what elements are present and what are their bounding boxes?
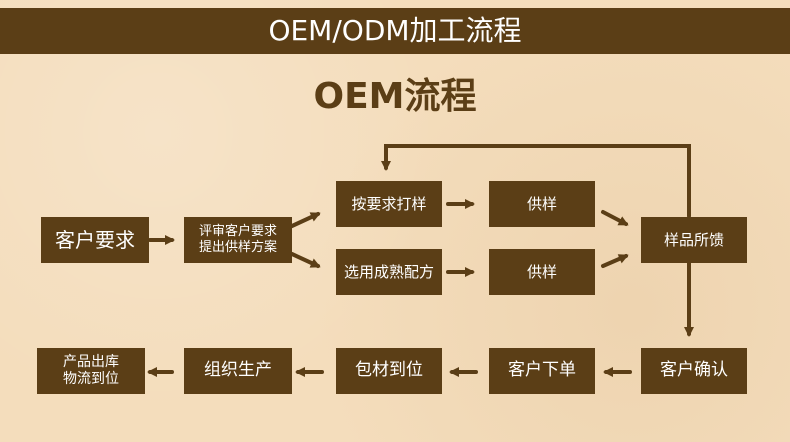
arrow-supply1-to-feedback (601, 210, 629, 226)
node-sample-feedback: 样品所馈 (641, 217, 747, 263)
arrow-supply2-to-feedback (601, 254, 629, 268)
node-customer-confirm: 客户确认 (641, 348, 747, 394)
node-customer-request: 客户要求 (41, 217, 149, 263)
node-select-formula: 选用成熟配方 (336, 249, 442, 295)
header-bar (0, 8, 790, 54)
node-supply-sample-1: 供样 (489, 181, 595, 227)
loop-feedback-to-sample (381, 144, 691, 218)
arrow-review-to-sample (290, 212, 321, 228)
node-packaging-ready: 包材到位 (336, 348, 442, 394)
node-sample-by-request: 按要求打样 (336, 181, 442, 227)
section-title: OEM流程 (313, 76, 477, 117)
node-review-request: 评审客户要求 提出供样方案 (184, 217, 292, 263)
header-title: OEM/ODM加工流程 (268, 14, 522, 47)
arrow-review-to-formula (290, 252, 321, 268)
node-organize-production: 组织生产 (184, 348, 292, 394)
node-shipping: 产品出库 物流到位 (37, 348, 145, 394)
node-customer-order: 客户下单 (489, 348, 595, 394)
node-supply-sample-2: 供样 (489, 249, 595, 295)
